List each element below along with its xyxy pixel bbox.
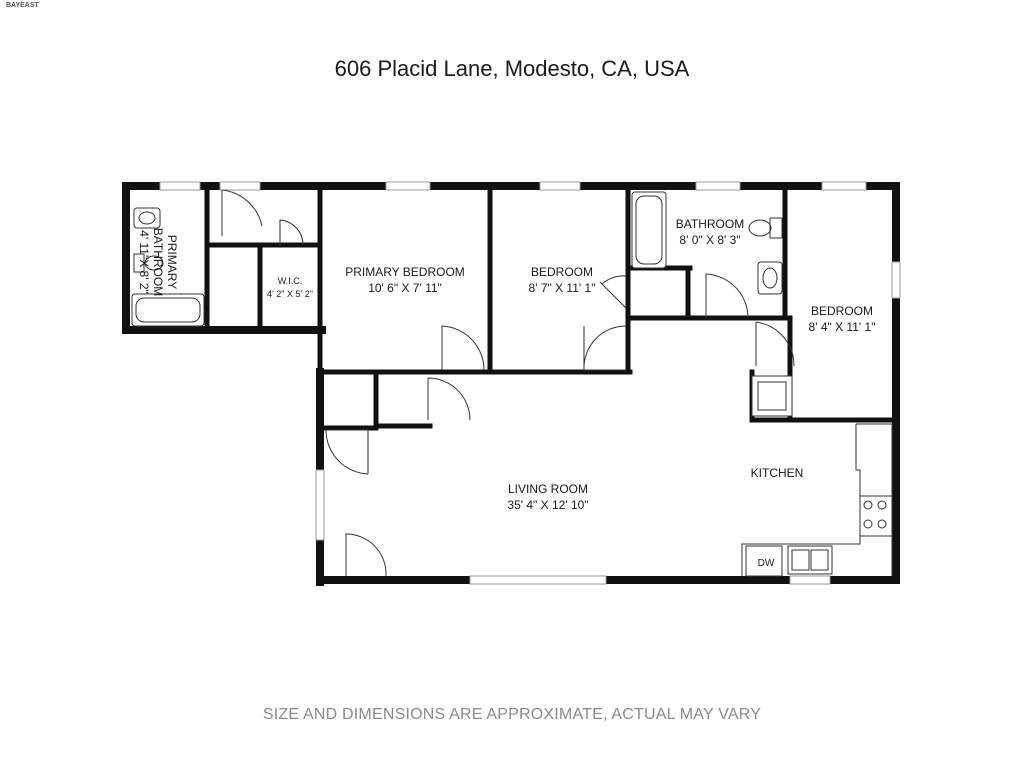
room-labels: PRIMARY BATHROOM 4' 11"X 8' 2" W.I.C. 4'… (137, 217, 875, 569)
windows (159, 181, 901, 585)
doors (221, 189, 795, 577)
interior-walls (204, 183, 899, 431)
wic-dims: 4' 2" X 5' 2" (267, 289, 313, 299)
primary-bathroom-name-1: PRIMARY (165, 235, 179, 289)
living-room-dims: 35' 4" X 12' 10" (507, 498, 588, 512)
bedroom-2-name: BEDROOM (811, 304, 873, 318)
toilet (769, 217, 783, 239)
page-title: 606 Placid Lane, Modesto, CA, USA (334, 56, 690, 81)
bedroom-2-dims: 8' 4" X 11' 1" (809, 320, 876, 334)
bathtub (631, 191, 667, 269)
brand-logo: BAYEAST (6, 2, 39, 9)
laundry-unit (751, 375, 793, 417)
bedroom-1-name: BEDROOM (531, 265, 593, 279)
bathroom-name: BATHROOM (676, 217, 744, 231)
sink-primary (133, 207, 161, 229)
disclaimer-footer: SIZE AND DIMENSIONS ARE APPROXIMATE, ACT… (262, 706, 762, 723)
bathroom-dims: 8' 0" X 8' 3" (679, 233, 740, 247)
fixtures (131, 191, 893, 577)
primary-bathroom-name-2: BATHROOM (151, 228, 165, 296)
dishwasher-label: DW (758, 558, 775, 569)
primary-bathroom-label: PRIMARY BATHROOM 4' 11"X 8' 2" (137, 228, 179, 296)
primary-bedroom-name: PRIMARY BEDROOM (345, 265, 465, 279)
bedroom-1-dims: 8' 7" X 11' 1" (529, 281, 596, 295)
stove (859, 495, 893, 537)
bathroom-sink (757, 261, 783, 295)
kitchen-sink (787, 545, 833, 575)
primary-bathroom-dims: 4' 11"X 8' 2" (137, 230, 151, 294)
primary-bedroom-dims: 10' 6" X 7' 11" (368, 281, 442, 295)
dishwasher (745, 545, 783, 577)
bathtub-primary (131, 293, 205, 327)
wic-name: W.I.C. (278, 276, 303, 286)
kitchen-name: KITCHEN (751, 466, 804, 480)
living-room-name: LIVING ROOM (508, 482, 588, 496)
toilet-tank-primary (133, 253, 145, 273)
